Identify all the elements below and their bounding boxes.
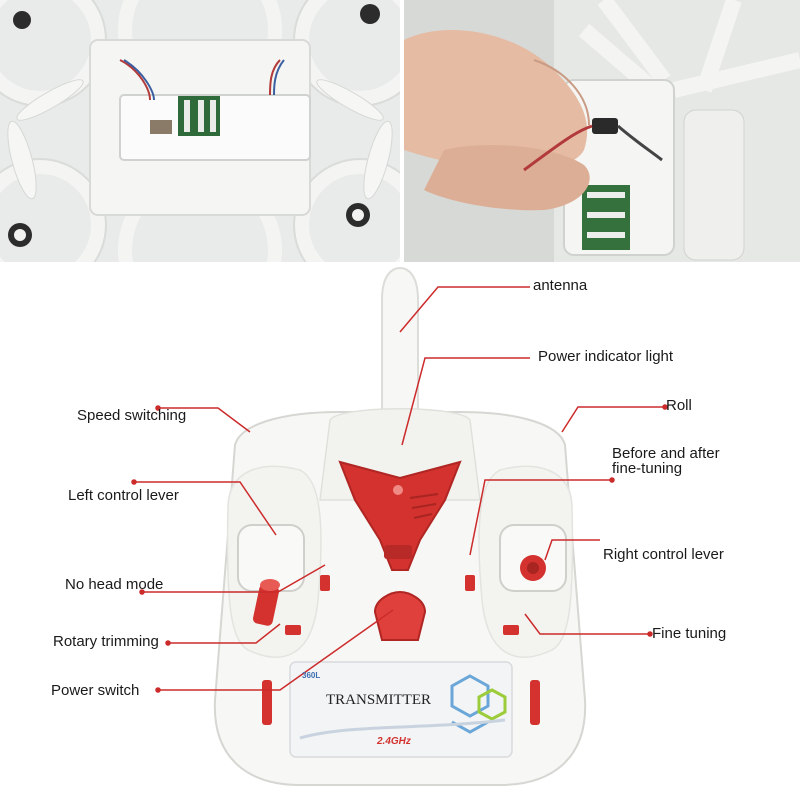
drone-underside-illustration [0,0,400,262]
label-speed-switching: Speed switching [77,407,187,424]
label-before-after-line2: fine-tuning [612,460,683,477]
label-antenna: antenna [533,277,588,294]
power-switch-shape [373,590,427,641]
label-no-head-mode: No head mode [65,576,164,593]
label-roll: Roll [666,397,692,414]
label-before-after-line1: Before and after [612,445,720,462]
left-stick [252,579,280,626]
right-stick [520,555,546,581]
panel-decoration [299,674,507,740]
label-left-control-lever: Left control lever [68,487,179,504]
drone-underside-photo [0,0,400,262]
panel-band: 2.4GHz [377,736,411,747]
label-power-switch: Power switch [51,682,140,699]
panel-brand: 360L [302,671,321,680]
label-power-indicator-light: Power indicator light [538,348,674,365]
callout-lines [131,286,668,693]
center-cover [338,460,462,571]
label-fine-tuning: Fine tuning [652,625,727,642]
battery-connection-illustration [404,0,800,262]
trim-buttons [262,575,540,725]
label-before-after-fine-tuning: Before and after fine-tuning [612,446,720,476]
label-right-control-lever: Right control lever [603,546,724,563]
antenna-shape [381,266,419,431]
power-led [393,485,403,495]
battery-connection-photo [404,0,800,262]
label-panel [289,661,513,758]
panel-title: TRANSMITTER [326,692,431,708]
label-rotary-trimming: Rotary trimming [53,633,159,650]
